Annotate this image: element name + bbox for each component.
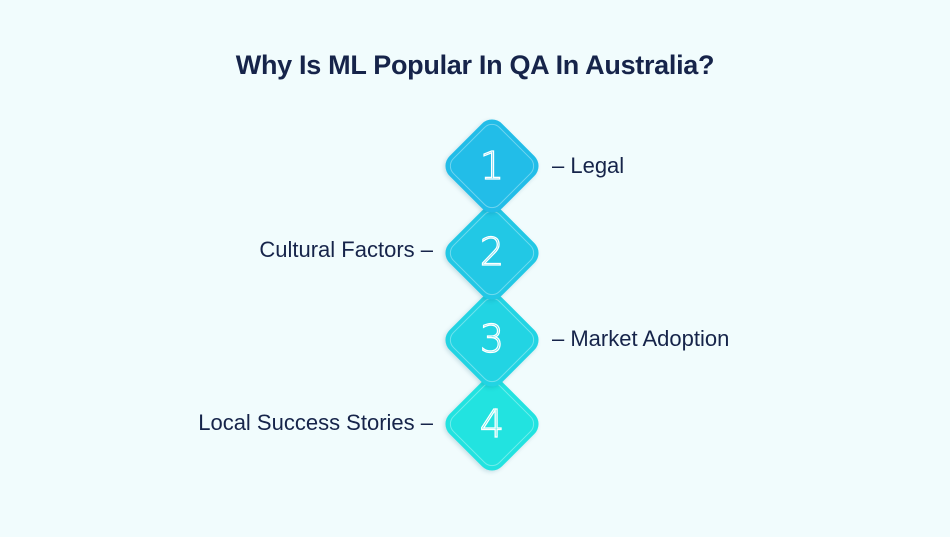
step-4-label: Local Success Stories – [198,410,433,435]
step-3-number: 3 [479,316,505,361]
step-2-label: Cultural Factors – [259,237,433,262]
diagram-title: Why Is ML Popular In QA In Australia? [235,50,715,80]
step-1-number: 1 [479,143,505,188]
step-1-label: – Legal [552,153,625,178]
step-4-number: 4 [479,401,505,446]
step-3-label: – Market Adoption [552,326,730,351]
step-2-number: 2 [479,229,505,274]
